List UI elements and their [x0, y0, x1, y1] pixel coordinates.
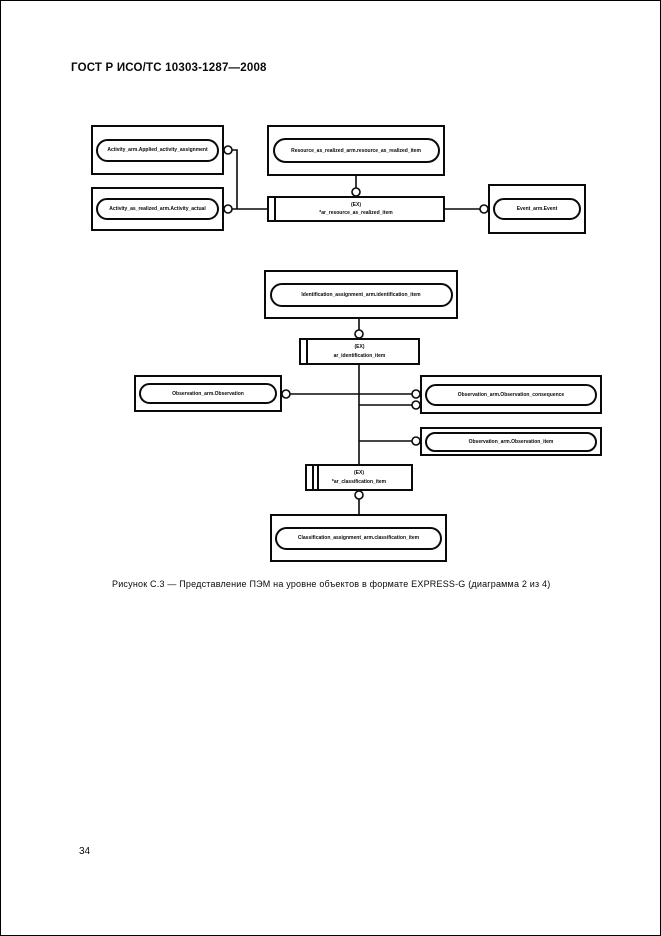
node-resource-as-realized-item: Resource_as_realized_arm.resource_as_rea…	[267, 125, 445, 176]
select-label-line2: ar_identification_item	[333, 352, 386, 359]
node-applied-activity-assignment: Activity_arm.Applied_activity_assignment	[91, 125, 224, 175]
figure-caption: Рисунок С.3 — Представление ПЭМ на уровн…	[112, 579, 551, 589]
node-activity-actual: Activity_as_realized_arm.Activity_actual	[91, 187, 224, 231]
select-label-line2: *ar_classification_item	[331, 478, 387, 485]
select-label-line2: *ar_resource_as_realized_item	[319, 210, 393, 216]
node-classification-item: Classification_assignment_arm.classifica…	[270, 514, 447, 562]
open-circle-terminator	[223, 204, 233, 214]
page-number: 34	[79, 846, 91, 857]
select-bar	[306, 340, 308, 363]
open-circle-terminator	[354, 329, 364, 339]
node-observation-item: Observation_arm.Observation_item	[420, 427, 602, 456]
node-ex-identification-item: (EX) ar_identification_item	[299, 338, 420, 365]
open-circle-terminator	[281, 389, 291, 399]
node-label: Resource_as_realized_arm.resource_as_rea…	[272, 138, 440, 163]
select-label: (EX) *ar_resource_as_realized_item	[269, 198, 443, 220]
node-label: Observation_arm.Observation	[139, 383, 277, 404]
select-bar	[312, 466, 314, 489]
node-label: Observation_arm.Observation_item	[425, 431, 597, 452]
node-event: Event_arm.Event	[488, 184, 586, 234]
select-label: (EX) ar_identification_item	[301, 340, 418, 363]
open-circle-terminator	[223, 145, 233, 155]
select-label-line1: (EX)	[351, 201, 361, 208]
open-circle-terminator	[411, 436, 421, 446]
node-ex-classification-item: (EX) *ar_classification_item	[305, 464, 413, 491]
open-circle-terminator	[354, 490, 364, 500]
relationship-line	[232, 149, 238, 209]
open-circle-terminator	[411, 400, 421, 410]
select-bar	[274, 198, 276, 220]
node-label: Event_arm.Event	[493, 198, 581, 220]
node-label: Activity_as_realized_arm.Activity_actual	[96, 198, 219, 220]
select-label-line1: (EX)	[354, 344, 365, 350]
open-circle-terminator	[411, 389, 421, 399]
open-circle-terminator	[351, 187, 361, 197]
node-observation: Observation_arm.Observation	[134, 375, 282, 412]
select-label-line1: (EX)	[354, 470, 364, 476]
node-ex-resource-as-realized-item: (EX) *ar_resource_as_realized_item	[267, 196, 445, 222]
node-label: Classification_assignment_arm.classifica…	[275, 526, 442, 550]
node-observation-consequence: Observation_arm.Observation_consequence	[420, 375, 602, 414]
node-label: Observation_arm.Observation_consequence	[425, 383, 597, 406]
select-bar	[317, 466, 319, 489]
document-standard-number: ГОСТ Р ИСО/ТС 10303-1287—2008	[71, 62, 267, 74]
select-label: (EX) *ar_classification_item	[307, 466, 411, 489]
open-circle-terminator	[479, 204, 489, 214]
node-label: Activity_arm.Applied_activity_assignment	[96, 138, 219, 162]
node-identification-item: Identification_assignment_arm.identifica…	[264, 270, 458, 319]
node-label: Identification_assignment_arm.identifica…	[269, 282, 453, 307]
